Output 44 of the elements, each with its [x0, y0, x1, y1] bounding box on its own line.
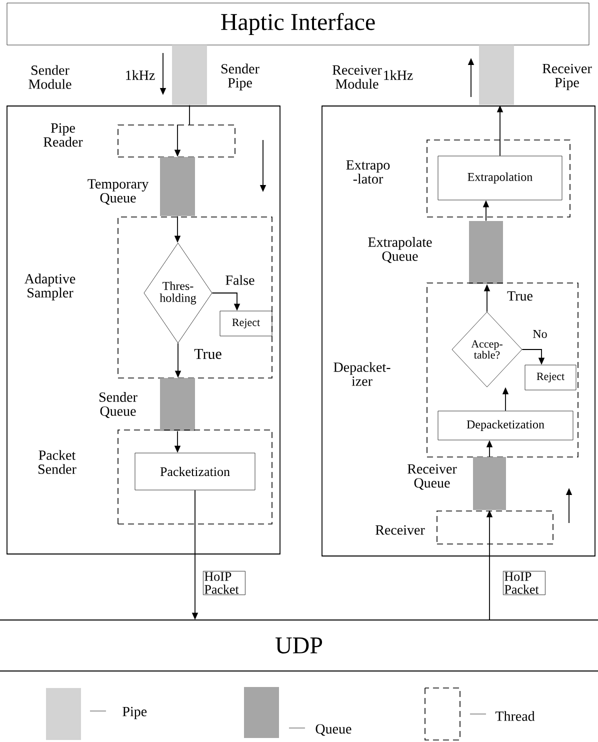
legend-item: Queue	[244, 687, 352, 738]
rate-label: 1kHz	[126, 70, 155, 80]
pipe-bar	[479, 45, 514, 105]
process-box: Extrapolation	[438, 156, 562, 200]
process-box: Reject	[220, 310, 272, 336]
part-label: Sender Queue	[100, 392, 138, 418]
edge-label: HoIP Packet	[203, 570, 246, 596]
queue-bar	[160, 378, 195, 431]
part-label: Depacket- izer	[334, 362, 390, 386]
legend-item: Pipe	[46, 688, 147, 740]
process-box: Haptic Interface	[6, 2, 590, 46]
queue-bar	[473, 457, 506, 510]
part-label: Receiver Pipe	[542, 64, 592, 90]
thread-box	[426, 282, 578, 458]
part-label: Receiver	[376, 525, 425, 535]
thread-box	[118, 124, 236, 158]
edge-label: True	[506, 290, 534, 302]
part-label: Packet Sender	[38, 450, 76, 474]
thread-box	[436, 510, 554, 544]
thread-box	[426, 140, 570, 218]
node-label: Sender Module	[28, 65, 72, 89]
rate-label: 1kHz	[384, 70, 413, 80]
edge-label: False	[224, 274, 256, 286]
pipe-bar	[172, 45, 207, 105]
thread-box	[118, 430, 272, 524]
legend-item: Thread	[424, 688, 535, 740]
part-label: Sender Pipe	[222, 64, 260, 90]
process-box: Packetization	[134, 452, 256, 490]
process-box: Reject	[524, 364, 576, 390]
node-label: Receiver Module	[332, 65, 382, 89]
process-box: Depacketization	[438, 410, 574, 440]
thread-box	[118, 216, 272, 378]
protocol-band: UDP	[0, 620, 598, 672]
part-label: Pipe Reader	[44, 123, 83, 147]
edge-label: No	[532, 329, 548, 339]
part-label: Temporary Queue	[88, 179, 149, 205]
part-label: Extrapo -lator	[346, 160, 390, 184]
part-label: Receiver Queue	[408, 464, 457, 490]
queue-bar	[160, 157, 195, 216]
part-label: Extrapolate Queue	[368, 237, 432, 263]
edge-label: HoIP Packet	[503, 570, 546, 596]
queue-bar	[469, 221, 503, 284]
part-label: Adaptive Sampler	[24, 274, 76, 300]
edge-label: True	[193, 348, 223, 360]
